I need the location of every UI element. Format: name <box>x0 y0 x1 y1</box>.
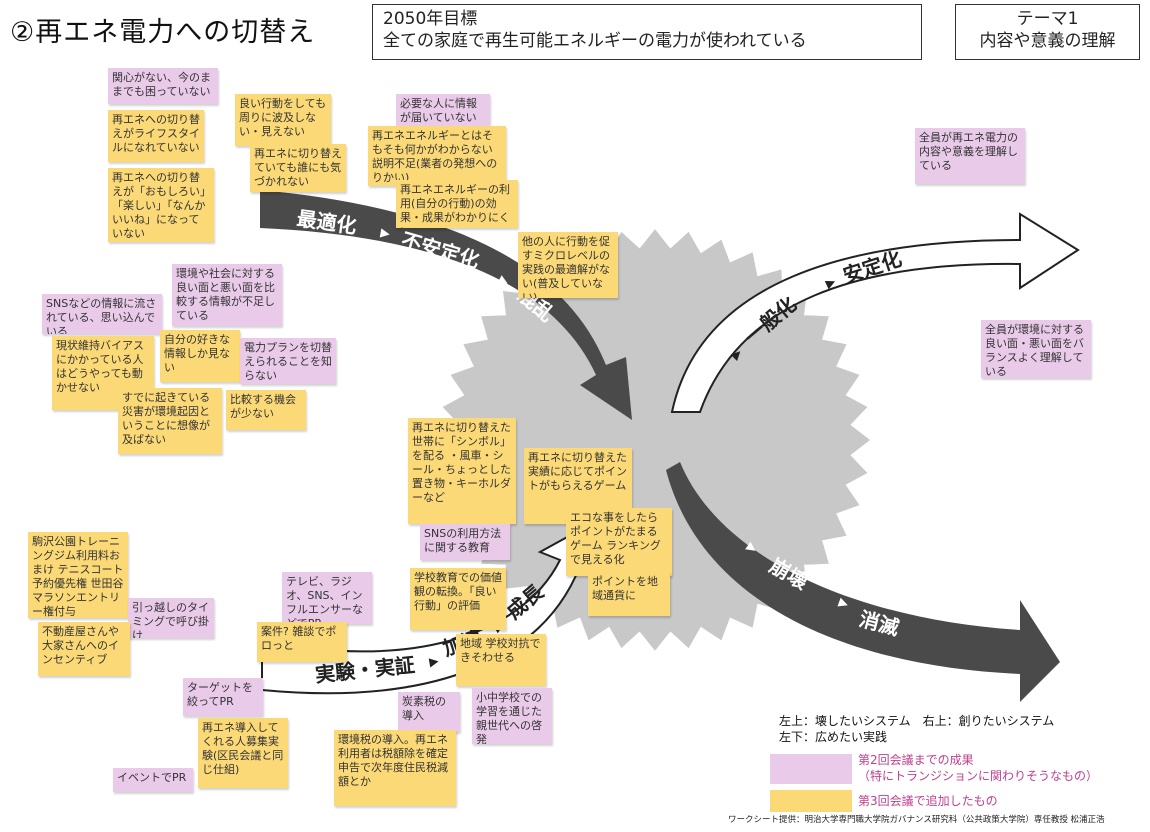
theme-line-1: テーマ1 <box>1016 9 1079 29</box>
sticky-note: 再エネに切り替えていても誰にも気づかれない <box>250 144 346 192</box>
arrow-bottom-right <box>666 462 1060 702</box>
legend-swatch-yellow <box>770 790 852 812</box>
sticky-note: 電力プランを切替えられることを知らない <box>240 338 336 384</box>
goal-box: 2050年目標 全ての家庭で再生可能エネルギーの電力が使われている <box>372 4 922 60</box>
sticky-note: 環境税の導入。再エネ利用者は税額除を確定申告で次年度住民税減額とか <box>334 730 456 806</box>
footer-credit: ワークシート提供：明治大学専門職大学院ガバナンス研究科（公共政策大学院）専任教授… <box>728 815 1105 825</box>
sticky-note: 他の人に行動を促すミクロレベルの実践の最適解がない(普及していない) <box>518 232 618 298</box>
legend-swatch-pink <box>770 754 852 784</box>
sticky-note: 再エネエネルギーの利用(自分の行動)の効果・成果がわかりにくい <box>396 180 518 228</box>
sticky-note: イベントでPR <box>113 768 193 792</box>
theme-box: テーマ1 内容や意義の理解 <box>955 4 1140 60</box>
sticky-note: 引っ越しのタイミングで呼び掛け <box>128 598 214 638</box>
sticky-note: 比較する機会が少ない <box>226 390 306 430</box>
sticky-note: 良い行動をしても周りに波及しない・見えない <box>235 94 331 146</box>
sticky-note: 関心がない、今のままでも困っていない <box>108 68 218 104</box>
label-triangle-5: ▶ <box>428 653 440 669</box>
gear-shape <box>440 229 870 651</box>
sticky-note: 再エネ導入してくれる人募集実験(区民会議と同じ仕組) <box>198 718 288 788</box>
sticky-note: 不動産屋さんや大家さんへのインセンティブ <box>38 622 130 676</box>
sticky-note: 必要な人に情報が届いていない <box>396 94 490 128</box>
sticky-note: 全員が環境に対する良い面・悪い面をバランスよく理解している <box>981 320 1091 378</box>
sticky-note: ターゲットを絞ってPR <box>183 678 263 716</box>
sticky-note: ポイントを地域通貨に <box>588 572 670 616</box>
sticky-note: 全員が再エネ電力の内容や意義を理解している <box>915 128 1025 184</box>
goal-line-2: 全ての家庭で再生可能エネルギーの電力が使われている <box>383 31 807 51</box>
sticky-note: 自分の好きな情報しか見ない <box>160 330 240 382</box>
label-triangle-1: ▶ <box>379 225 391 241</box>
sticky-note: テレビ、ラジオ、SNS、インフルエンサーなどでPR <box>282 572 372 624</box>
sticky-note: 案件? 雑談でポロっと <box>257 622 347 662</box>
sticky-note: 環境や社会に対する良い面と悪い面を比較する情報が不足している <box>172 264 282 326</box>
sticky-note: すでに起きている災害が環境起因ということに想像が及ばない <box>118 388 222 454</box>
legend-pink-2: （特にトランジションに関わりそうなもの） <box>858 769 1099 783</box>
sticky-note: 炭素税の導入 <box>398 692 460 732</box>
legend-pink-1: 第2回会議までの成果 <box>858 753 974 767</box>
arrow-top-right <box>670 212 1080 413</box>
legend-yellow: 第3回会議で追加したもの <box>858 794 998 808</box>
sticky-note: 学校教育での価値観の転換。「良い行動」の評価 <box>410 568 506 630</box>
goal-line-1: 2050年目標 <box>383 9 478 29</box>
page-title: ②再エネ電力への切替え <box>10 17 316 48</box>
legend-quadrants-1: 左上：壊したいシステム 右上：創りたいシステム <box>779 714 1055 728</box>
sticky-note: 再エネエネルギーとはそもそも何かがわからない 説明不足(業者の発想へのりかい) <box>368 126 506 186</box>
theme-line-2: 内容や意義の理解 <box>979 31 1116 51</box>
legend-quadrants-2: 左下：広めたい実践 <box>779 730 888 744</box>
sticky-note: エコな事をしたらポイントがたまるゲーム ランキングで見える化 <box>566 508 672 576</box>
arrow-top-left <box>260 190 632 420</box>
sticky-note: 小中学校での学習を通じた親世代への啓発 <box>472 688 552 744</box>
sticky-note: SNSなどの情報に流されている、思い込んでいる <box>42 294 162 334</box>
sticky-note: 再エネへの切り替えが「おもしろい」「楽しい」「なんかいいね」になっていない <box>108 168 214 242</box>
sticky-note: 再エネに切り替えた世帯に「シンボル」を配る ・風車・シール・ちょっとした置き物・… <box>408 418 516 524</box>
sticky-note: 地域 学校対抗できそわせる <box>456 634 546 686</box>
sticky-note: SNSの利用方法に関する教育 <box>420 524 510 560</box>
sticky-note: 再エネへの切り替えがライフスタイルになれていない <box>108 110 204 162</box>
sticky-note: 駒沢公園トレーニングジム利用料おまけ テニスコート予約優先権 世田谷マラソンエン… <box>28 532 128 618</box>
